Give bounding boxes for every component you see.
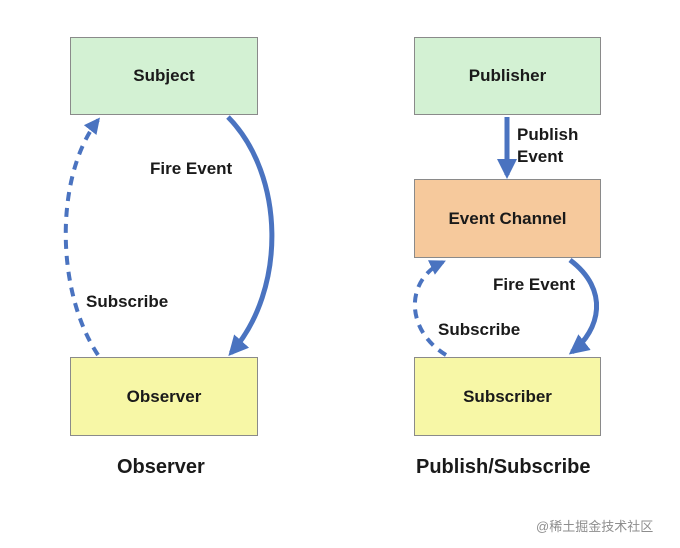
channel-fire-event-label: Fire Event: [493, 275, 576, 294]
publisher-label: Publisher: [468, 66, 547, 85]
pubsub-caption: Publish/Subscribe: [416, 456, 591, 478]
publish-event-label: Publish Event: [517, 124, 578, 168]
subscribe-label: Subscribe: [86, 292, 169, 311]
subject-box: Subject: [70, 37, 258, 115]
subscribe-arrow: [63, 117, 100, 357]
channel-subscribe-arrow: [412, 260, 448, 357]
event-channel-label: Event Channel: [448, 208, 567, 228]
channel-fire-event-arrow: [568, 258, 599, 355]
publish-event-line2: Event: [517, 147, 564, 166]
event-channel-box: Event Channel: [414, 179, 601, 258]
subscriber-label: Subscriber: [463, 386, 552, 406]
publisher-box: Publisher: [414, 37, 601, 115]
channel-subscribe-label: Subscribe: [438, 320, 521, 339]
observer-label: Observer: [126, 386, 202, 406]
fire-event-label: Fire Event: [150, 159, 233, 178]
subject-label: Subject: [133, 66, 195, 85]
watermark: @稀土掘金技术社区: [536, 519, 654, 534]
observer-caption: Observer: [117, 456, 205, 478]
fire-event-arrow: [226, 115, 275, 356]
observer-box: Observer: [70, 357, 258, 436]
publish-event-line1: Publish: [517, 125, 579, 144]
subscriber-box: Subscriber: [414, 357, 601, 436]
